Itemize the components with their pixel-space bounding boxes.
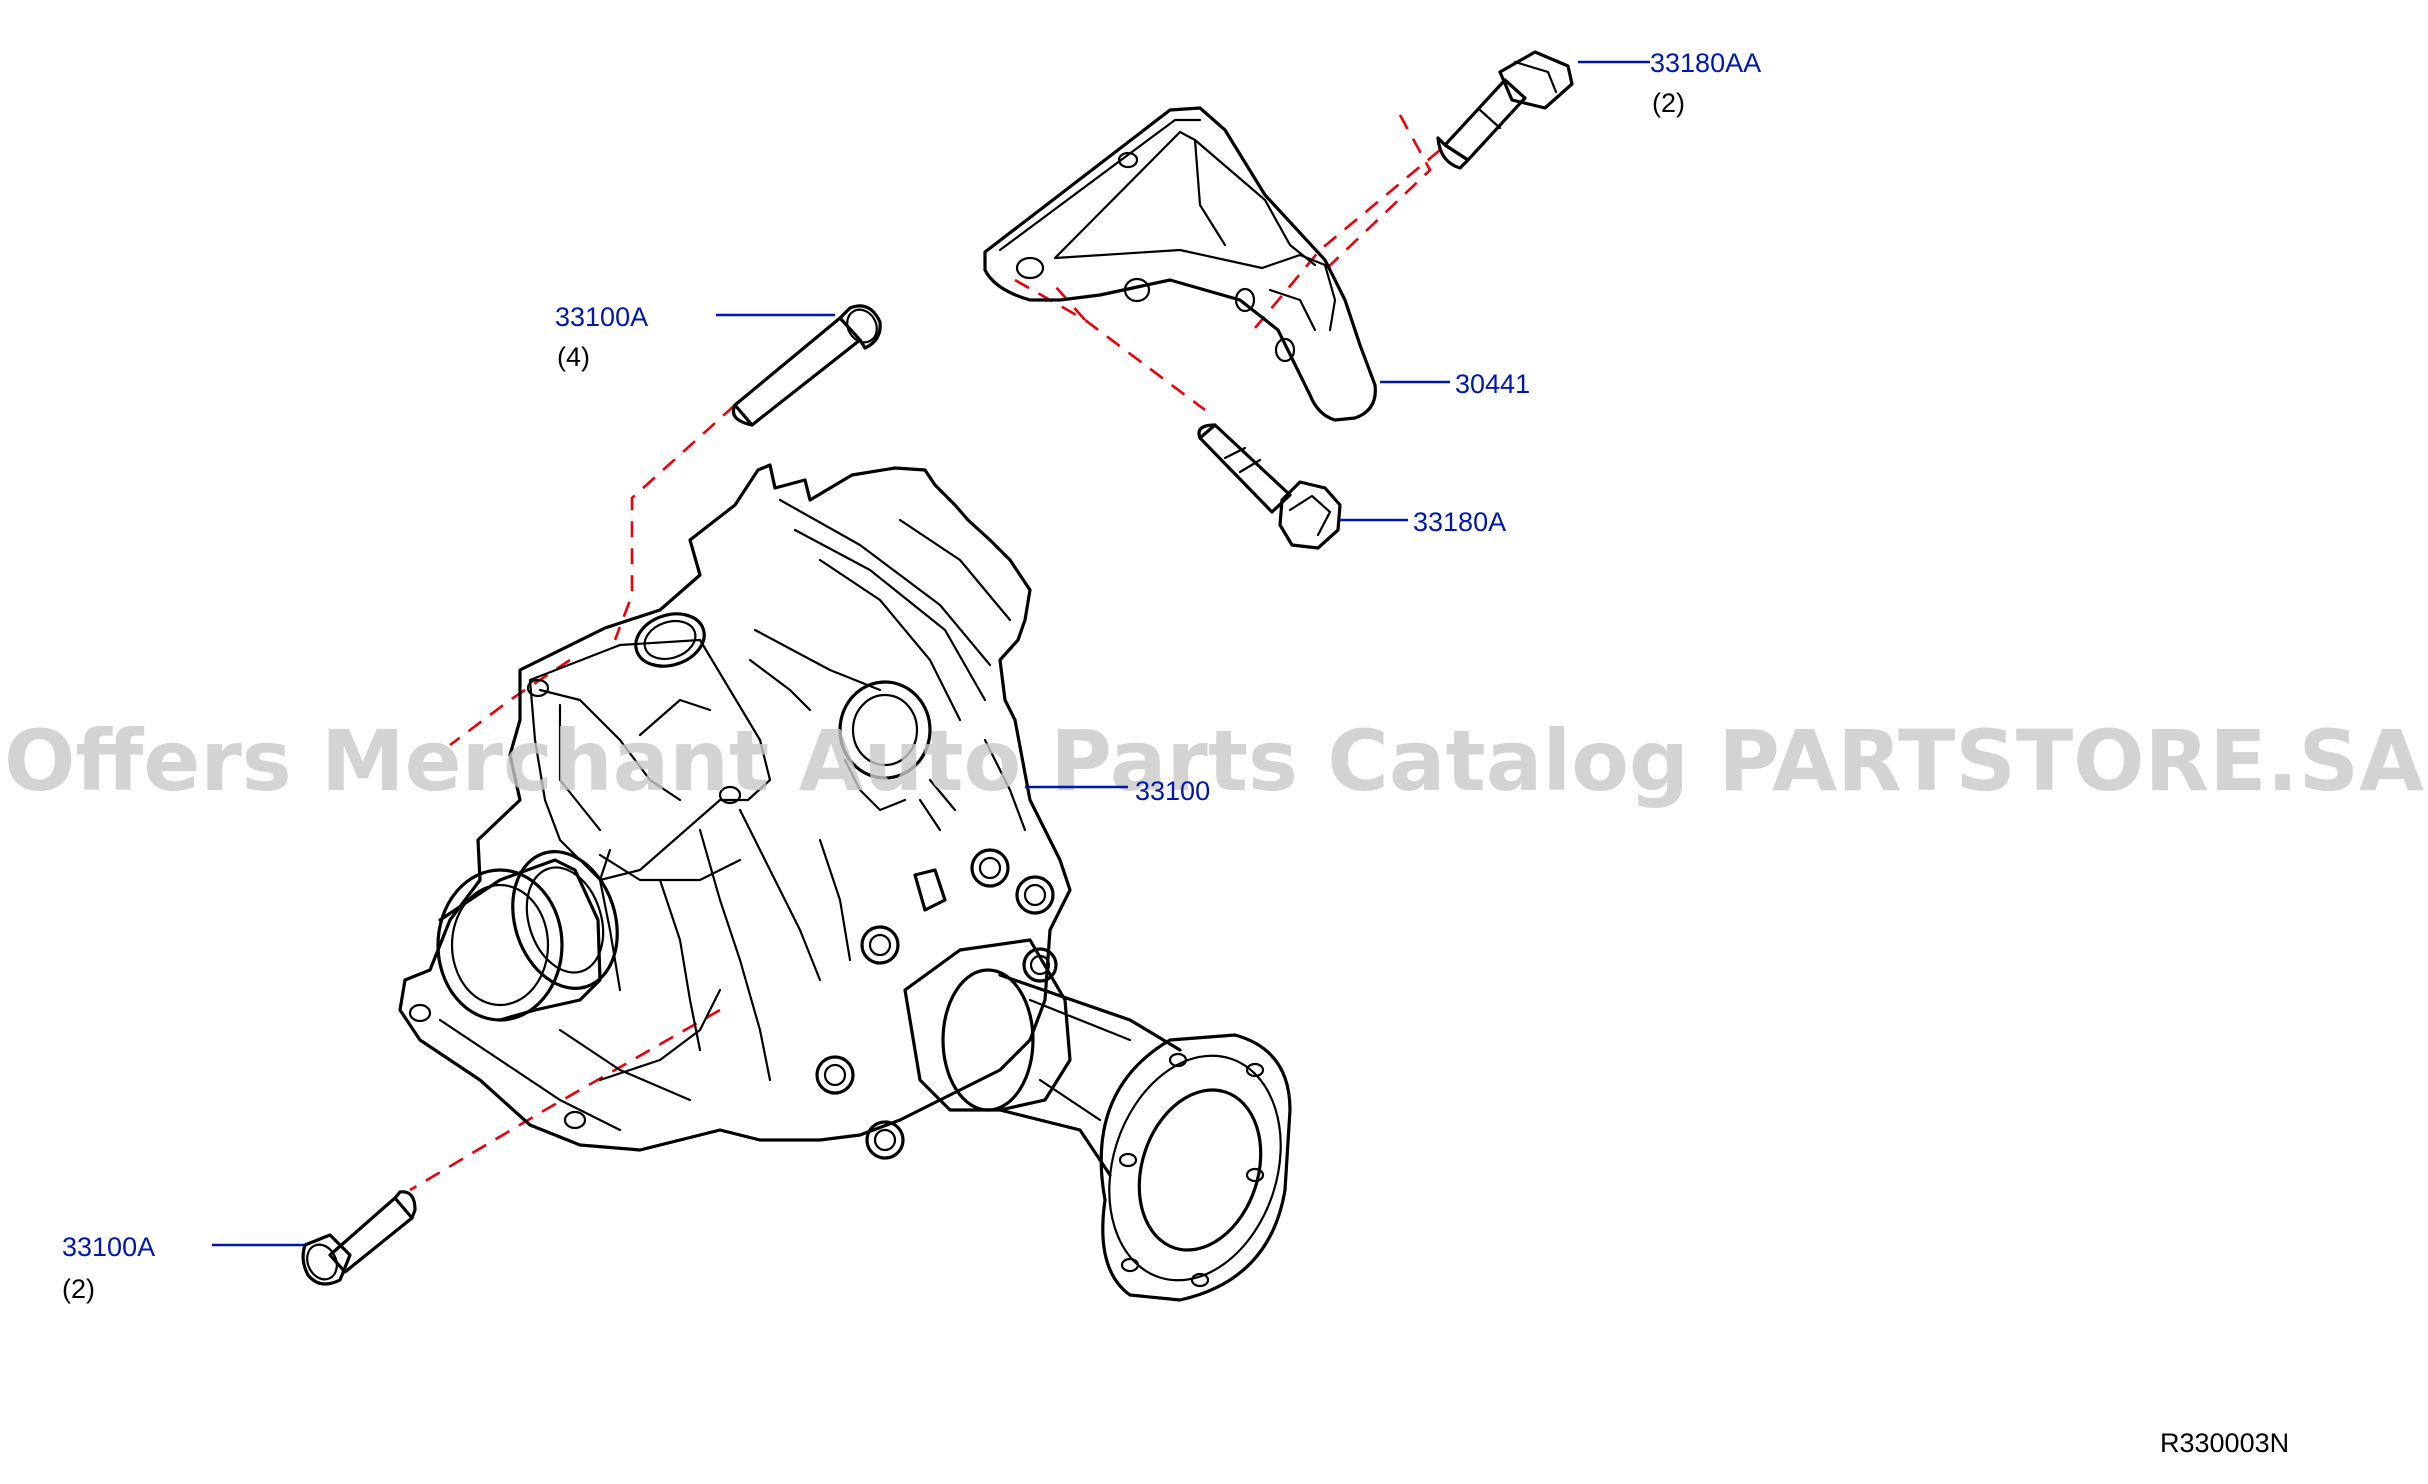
part-number-33100A[interactable]: 33100A: [62, 1232, 155, 1262]
bolt-33180AA: [1436, 50, 1574, 170]
part-number-33100A[interactable]: 33100A: [555, 302, 648, 332]
part-number-33180A[interactable]: 33180A: [1413, 507, 1506, 537]
bolt-33100A-upper: [731, 304, 882, 427]
callout-33180AA[interactable]: 33180AA (2): [1650, 48, 1761, 118]
diagram-code: R330003N: [2160, 1428, 2289, 1458]
callout-33100A-lower[interactable]: 33100A (2): [62, 1232, 155, 1304]
assembly-lines: [409, 114, 1441, 1192]
part-qty: (2): [62, 1274, 95, 1304]
transfer-case-33100: [398, 463, 1292, 1302]
callout-33100[interactable]: 33100: [1135, 776, 1210, 806]
bracket-30441: [983, 106, 1377, 422]
rear-flange: [1099, 1033, 1292, 1302]
part-number-33100[interactable]: 33100: [1135, 776, 1210, 806]
part-number-33180AA[interactable]: 33180AA: [1650, 48, 1761, 78]
leader-lines: [212, 60, 1650, 1247]
part-qty: (2): [1652, 88, 1685, 118]
cover-bolts: [815, 848, 1058, 1160]
callout-33180A[interactable]: 33180A: [1413, 507, 1506, 537]
bolt-33180A: [1197, 423, 1342, 550]
bolt-33100A-lower: [301, 1190, 417, 1286]
part-number-30441[interactable]: 30441: [1455, 369, 1530, 399]
callout-30441[interactable]: 30441: [1455, 369, 1530, 399]
part-qty: (4): [557, 342, 590, 372]
callout-33100A-upper[interactable]: 33100A (4): [555, 302, 648, 372]
watermark: Offers Merchant Auto Parts Catalog PARTS…: [4, 712, 2424, 810]
